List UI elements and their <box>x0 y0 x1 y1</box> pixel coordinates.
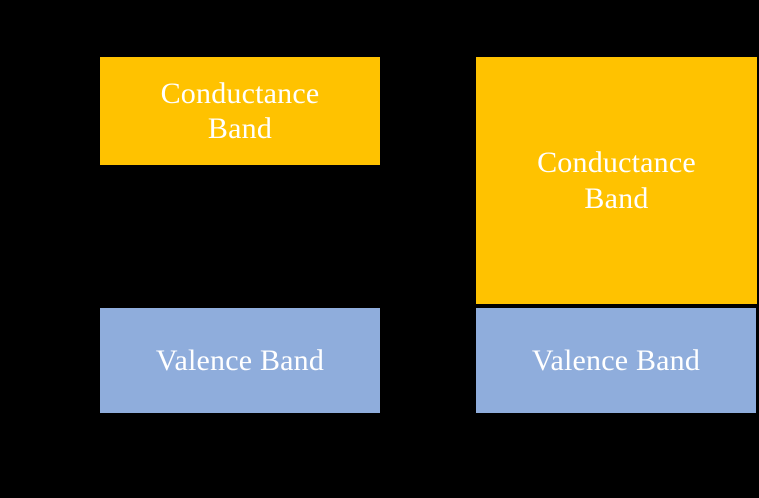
left-conductance-band-label-line2: Band <box>207 112 273 145</box>
left-valence-band: Valence Band <box>100 308 380 413</box>
left-band-gap <box>100 165 380 308</box>
right-conductance-band-label-line2: Band <box>584 181 649 215</box>
left-conductance-band-label-line1: Conductance <box>160 76 320 110</box>
right-valence-band: Valence Band <box>476 308 756 413</box>
right-conductance-band-label-line1: Conductance <box>537 146 696 180</box>
left-valence-band-label: Valence Band <box>155 343 325 377</box>
right-valence-band-label: Valence Band <box>531 343 701 377</box>
